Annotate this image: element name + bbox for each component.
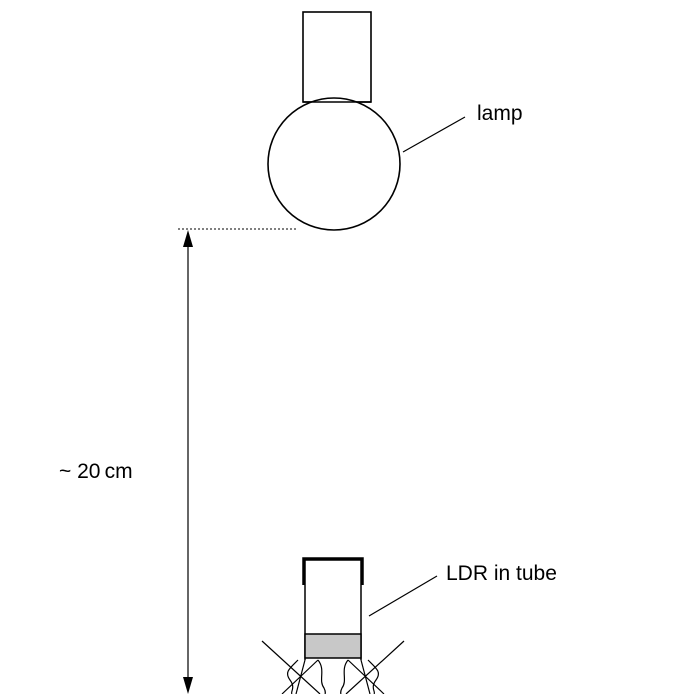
lamp-label: lamp [477,102,523,125]
ldr-tube [302,557,364,660]
lamp-cap [302,11,372,103]
ldr-sensor [304,633,362,659]
ldr-leader-line [368,575,438,617]
distance-arrow-head-top [183,230,193,247]
distance-label: ~ 20 cm [59,460,133,483]
distance-arrow [183,230,193,694]
lamp-leader-line [402,116,466,153]
ldr-label: LDR in tube [446,562,557,585]
ldr-tube-top-rim [302,557,364,585]
lamp-bulb [267,97,401,231]
distance-arrow-head-bottom [183,677,193,694]
clamp [261,640,405,694]
lamp [267,11,401,231]
